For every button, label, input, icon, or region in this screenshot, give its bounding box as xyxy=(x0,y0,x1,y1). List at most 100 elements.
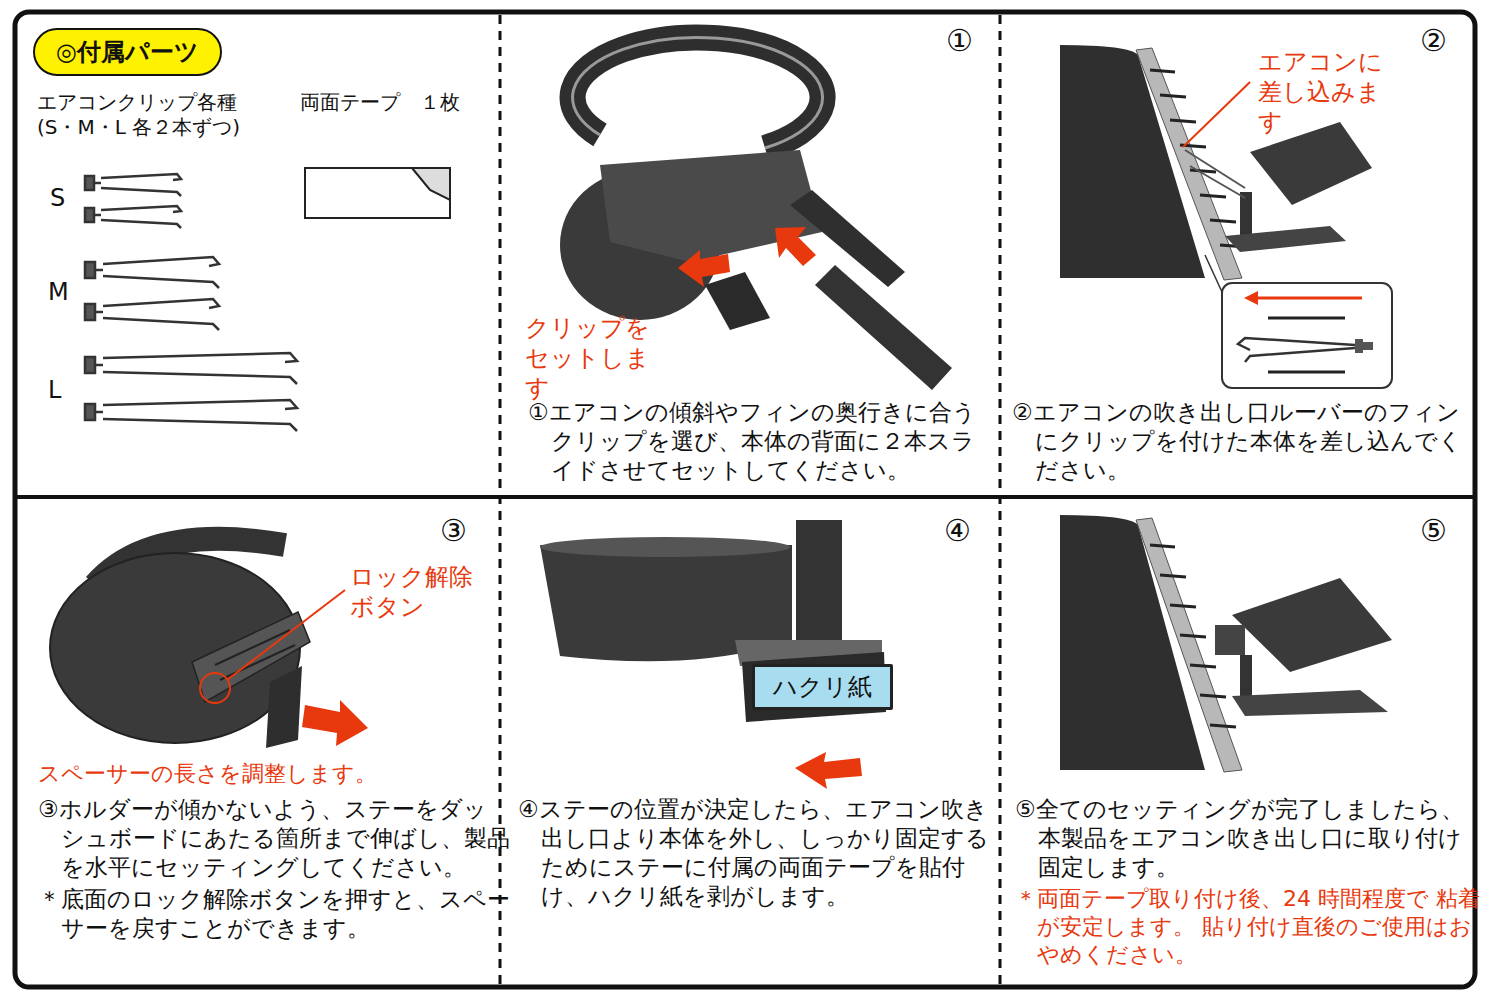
installed-drawing xyxy=(1232,578,1392,672)
installed-drawing xyxy=(1215,625,1245,655)
release-paper-tag: ハクリ紙 xyxy=(752,664,893,710)
installed-drawing xyxy=(1200,695,1226,697)
clip-drawing xyxy=(103,257,219,288)
holder-bottom-drawing xyxy=(200,673,230,703)
instruction-text: ①エアコンの傾斜やフィンの奥行きに合うクリップを選び、本体の背面に２本スライドさ… xyxy=(528,398,993,485)
clip-drawing xyxy=(101,206,181,228)
callout-text: スペーサーの長さを調整します。 xyxy=(38,760,377,788)
installed-drawing xyxy=(1232,690,1388,716)
clip-drawing xyxy=(95,364,103,367)
dashboard-drawing xyxy=(1150,70,1246,247)
installed-drawing xyxy=(1150,545,1175,547)
step-number: ① xyxy=(946,24,973,57)
callout-text: ロック解除 ボタン xyxy=(350,562,482,622)
clip-drawing xyxy=(94,182,101,185)
step-number: ⑤ xyxy=(1420,514,1447,547)
callout-text: エアコンに 差し込みます xyxy=(1258,47,1404,137)
dashboard-drawing xyxy=(1244,291,1258,305)
tape-drawing xyxy=(305,168,450,218)
size-letter: L xyxy=(48,375,61,405)
installed-drawing xyxy=(1060,515,1392,772)
clip-drawing xyxy=(85,262,95,278)
dashboard-drawing xyxy=(1190,166,1245,198)
clip-drawing xyxy=(95,411,103,414)
dashboard-drawing xyxy=(1205,255,1222,292)
clip-drawing xyxy=(95,269,103,272)
clip-drawing xyxy=(85,400,297,431)
holder-bottom-drawing xyxy=(266,666,302,748)
dashboard-drawing xyxy=(1268,371,1345,374)
node-text: ◎付属パーツ xyxy=(56,36,199,68)
dashboard-drawing xyxy=(1225,226,1346,252)
dashboard-drawing xyxy=(1363,342,1373,350)
dashboard-drawing xyxy=(1200,195,1226,197)
holder-bottom-drawing xyxy=(220,645,295,680)
step-number: ④ xyxy=(944,514,971,547)
installed-drawing xyxy=(1240,655,1252,700)
clip-drawing xyxy=(85,353,297,384)
clip-drawing xyxy=(85,304,95,320)
installed-drawing xyxy=(1170,605,1196,607)
dashboard-drawing xyxy=(1256,297,1362,300)
dashboard-drawing xyxy=(1268,317,1345,320)
step-number: ③ xyxy=(440,514,467,547)
instruction-text: ④ステーの位置が決定したら、エアコン吹き出し口より本体を外し、しっかり固定するた… xyxy=(518,795,1006,911)
callout-text: クリップを セットします xyxy=(525,313,671,403)
clip-drawing xyxy=(103,400,297,431)
holder-side-drawing xyxy=(540,520,886,789)
holder-bottom-drawing xyxy=(227,590,345,680)
clip-drawing xyxy=(85,206,181,228)
clip-drawing xyxy=(85,208,94,222)
dashboard-drawing xyxy=(1222,283,1392,388)
clip-drawing xyxy=(85,404,95,420)
sheet-frame xyxy=(15,495,1475,499)
note-text: ＊底面のロック解除ボタンを押すと、スペーサーを戻すことができます。 xyxy=(38,885,512,943)
tape-drawing xyxy=(412,168,450,200)
holder-drawing xyxy=(573,37,823,148)
clip-drawing xyxy=(103,299,219,330)
holder-drawing xyxy=(678,250,730,287)
clip-drawing xyxy=(85,257,219,288)
clip-drawing xyxy=(85,174,297,431)
clip-drawing xyxy=(101,174,181,196)
clip-drawing xyxy=(85,357,95,373)
dashboard-drawing xyxy=(1210,220,1236,222)
parts-list-text: エアコンクリップ各種 (S・M・L 各２本ずつ) xyxy=(37,90,243,140)
instruction-text: ⑤全てのセッティングが完了しましたら、本製品をエアコン吹き出し口に取り付け固定し… xyxy=(1015,795,1480,882)
installed-drawing xyxy=(1180,635,1206,637)
dashboard-drawing xyxy=(1150,70,1175,72)
clip-drawing xyxy=(95,311,103,314)
clip-drawing xyxy=(85,299,219,330)
sheet-frame xyxy=(999,15,1002,985)
size-letter: M xyxy=(48,277,69,307)
clip-drawing xyxy=(94,214,101,217)
holder-bottom-drawing xyxy=(302,700,368,746)
clip-drawing xyxy=(85,174,181,196)
size-letter: S xyxy=(50,183,65,213)
clip-drawing xyxy=(85,176,94,190)
holder-drawing xyxy=(775,227,816,266)
clip-drawing xyxy=(103,353,297,384)
dashboard-drawing xyxy=(1240,192,1252,240)
parts-list-text: 両面テープ １枚 xyxy=(300,90,460,115)
dashboard-drawing xyxy=(1355,339,1363,353)
dashboard-drawing xyxy=(1160,95,1186,97)
holder-bottom-drawing xyxy=(50,539,368,748)
dashboard-drawing xyxy=(1190,170,1216,172)
holder-drawing xyxy=(790,190,905,287)
step-number: ② xyxy=(1420,24,1447,57)
holder-drawing xyxy=(705,272,770,330)
installed-drawing xyxy=(1210,725,1236,727)
installed-drawing xyxy=(1160,575,1186,577)
tape-drawing xyxy=(305,168,450,218)
dashboard-drawing xyxy=(1183,82,1250,147)
holder-side-drawing xyxy=(540,537,790,557)
dashboard-drawing xyxy=(1238,338,1355,362)
node-text: ハクリ紙 xyxy=(773,671,872,703)
warning-note: ＊両面テープ取り付け後、24 時間程度で 粘着が安定します。 貼り付け直後のご使… xyxy=(1015,885,1481,969)
holder-drawing xyxy=(573,37,823,148)
holder-side-drawing xyxy=(795,752,862,789)
instruction-text: ③ホルダーが傾かないよう、ステーをダッシュボードにあたる箇所まで伸ばし、製品を水… xyxy=(38,795,512,882)
dashboard-drawing xyxy=(1170,120,1196,122)
